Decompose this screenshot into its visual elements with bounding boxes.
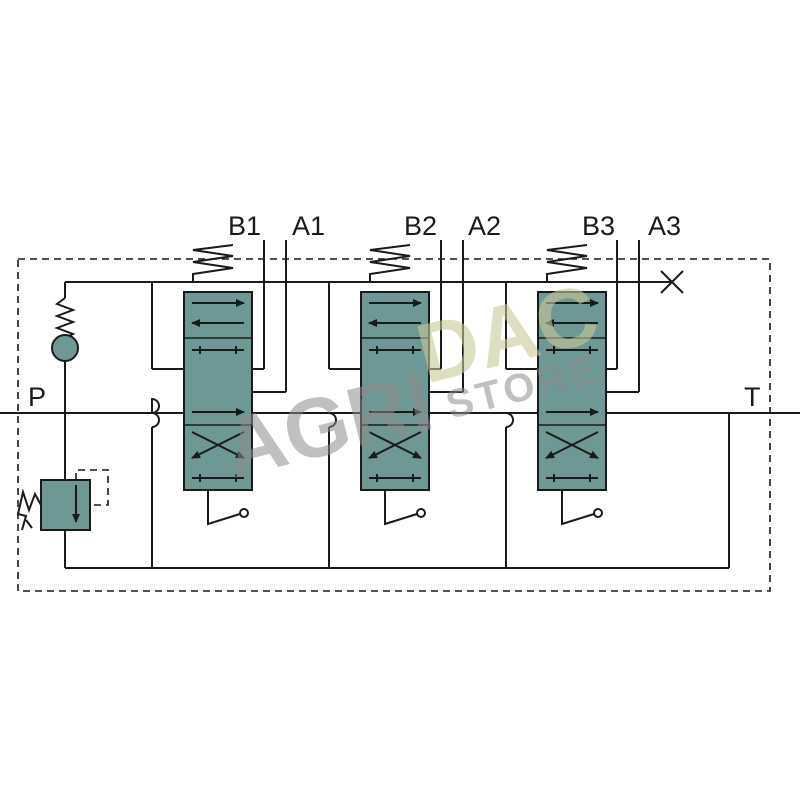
plug-cross-icon (660, 270, 684, 294)
port-a1-label: A1 (292, 211, 325, 241)
port-b1-label: B1 (228, 211, 261, 241)
tank-port-label: T (744, 382, 761, 412)
spool-section-2: B2 A2 (328, 211, 501, 568)
check-valve-spring-icon (54, 297, 76, 339)
spool-spring-icon (369, 244, 411, 282)
watermark-logo: AGRI DAC STORE (215, 266, 607, 496)
port-a3-label: A3 (648, 211, 681, 241)
port-b3-label: B3 (582, 211, 615, 241)
relief-valve-body (40, 479, 91, 531)
spool-lever-icon (384, 490, 418, 526)
check-valve-ball-icon (51, 334, 79, 362)
port-b2-label: B2 (404, 211, 437, 241)
pressure-line-crossover (151, 397, 160, 414)
spool-section-1: B1 A1 (151, 211, 325, 568)
relief-adjust-arrow-icon (25, 519, 33, 529)
spool-lever-icon (207, 490, 241, 526)
relief-valve (16, 469, 109, 531)
spool-spring-icon (546, 244, 588, 282)
pressure-port-label: P (28, 382, 46, 412)
spool-section-3: B3 A3 (505, 211, 681, 568)
port-a2-label: A2 (468, 211, 501, 241)
relief-pilot-line (75, 469, 109, 506)
relief-adjust-spring-icon (16, 488, 42, 531)
spool-spring-icon (192, 244, 234, 282)
spool-lever-icon (561, 490, 595, 526)
